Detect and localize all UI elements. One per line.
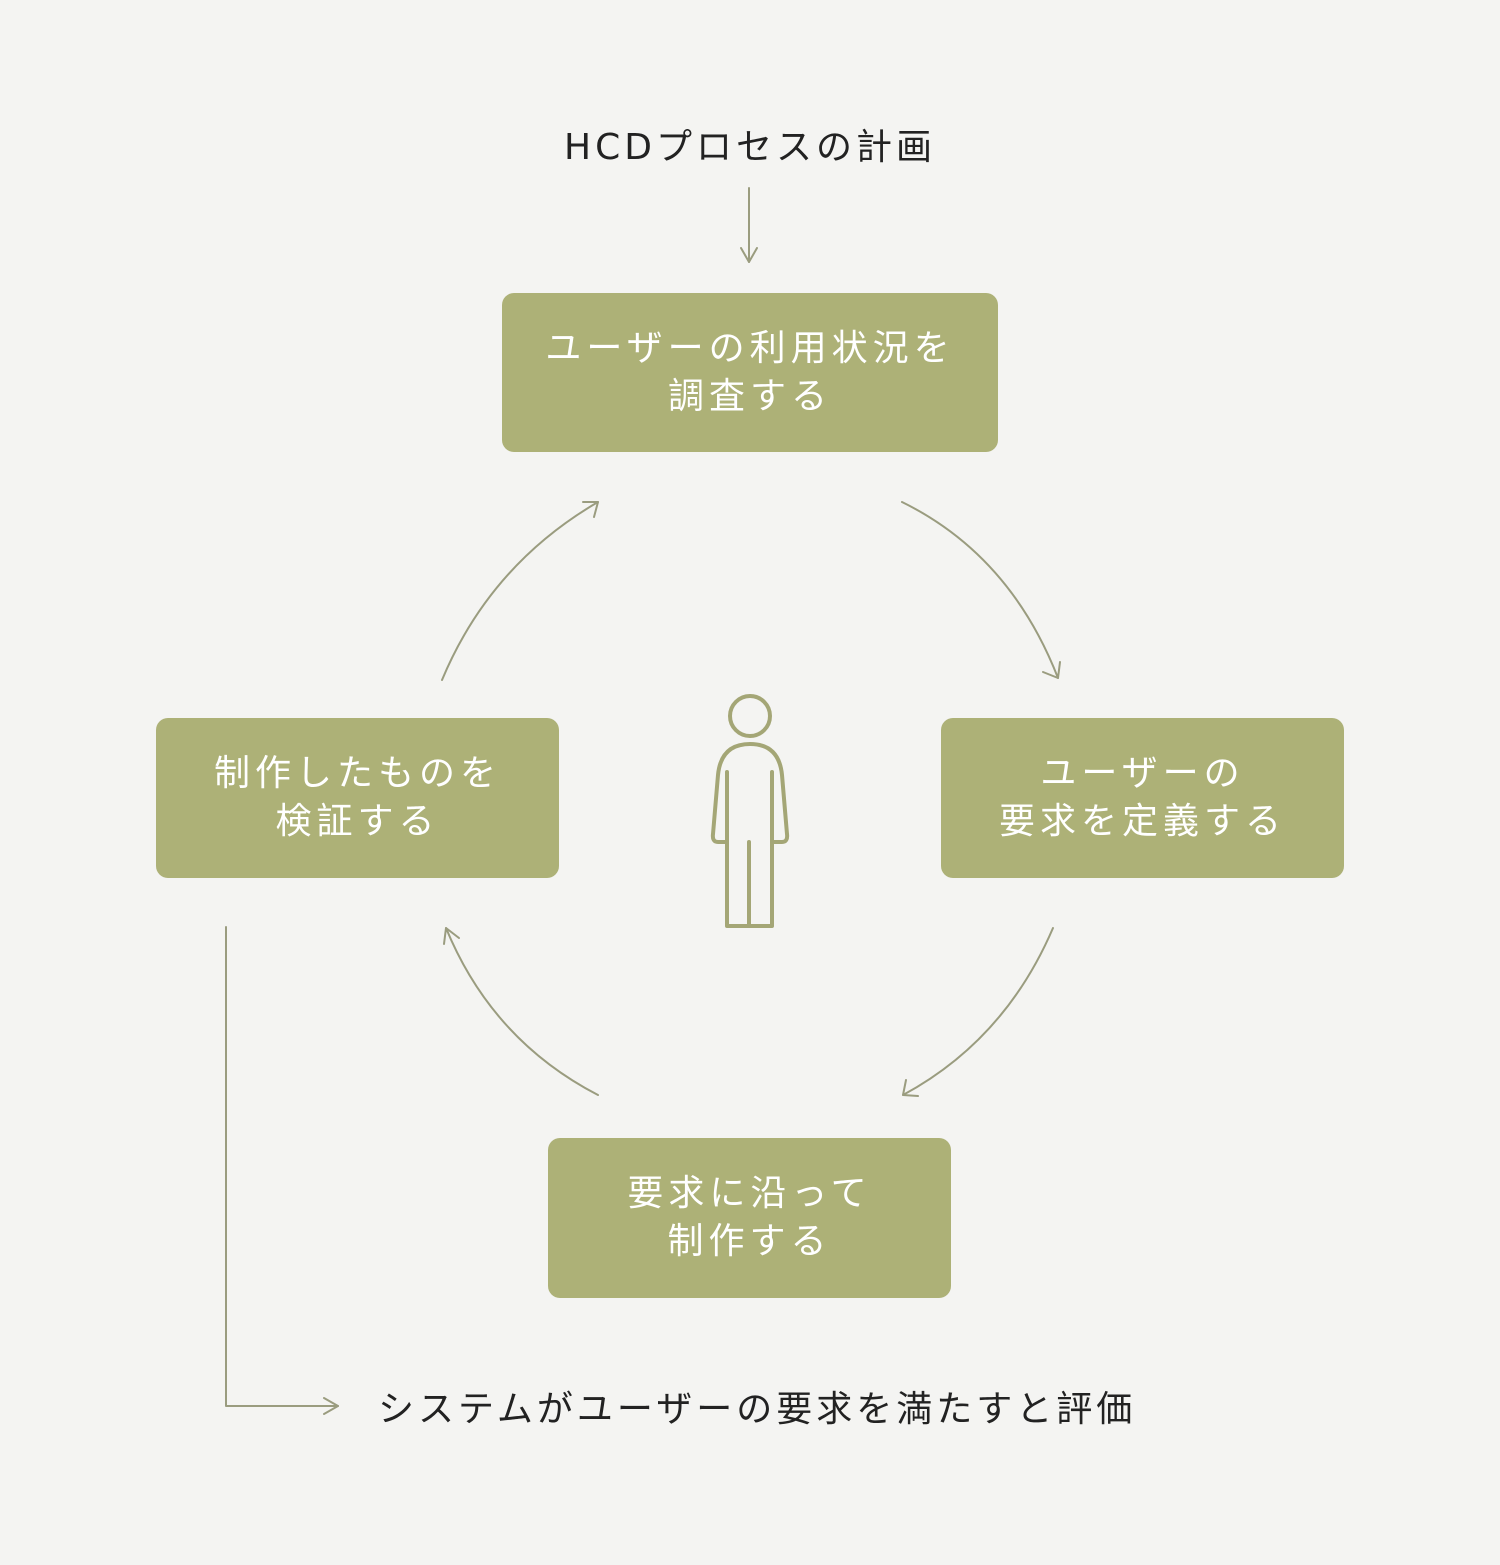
step-evaluate-design: 制作したものを 検証する [156, 718, 559, 878]
process-output-label: システムがユーザーの要求を満たすと評価 [378, 1389, 1137, 1430]
step-understand-context: ユーザーの利用状況を 調査する [502, 293, 998, 452]
output-arrow [225, 926, 339, 1415]
process-input-label: HCDプロセスの計画 [564, 127, 936, 168]
step-understand-line-1: ユーザーの利用状況を [545, 327, 955, 369]
step-produce-line-1: 要求に沿って [627, 1173, 872, 1214]
step-specify-line-1: ユーザーの [1040, 753, 1245, 794]
arrow-understand-to-specify [901, 501, 1061, 679]
step-produce-design: 要求に沿って 制作する [548, 1138, 951, 1298]
step-evaluate-line-1: 制作したものを [213, 753, 501, 794]
person-icon [710, 694, 790, 928]
arrow-specify-to-produce [902, 927, 1054, 1097]
step-specify-requirements: ユーザーの 要求を定義する [941, 718, 1344, 878]
step-specify-line-2: 要求を定義する [998, 801, 1286, 842]
arrow-evaluate-to-understand [441, 501, 599, 681]
input-arrow [740, 187, 758, 263]
step-evaluate-line-2: 検証する [275, 801, 440, 842]
step-produce-line-2: 制作する [667, 1221, 832, 1262]
arrow-produce-to-evaluate [443, 927, 599, 1096]
step-understand-line-2: 調査する [667, 375, 832, 417]
